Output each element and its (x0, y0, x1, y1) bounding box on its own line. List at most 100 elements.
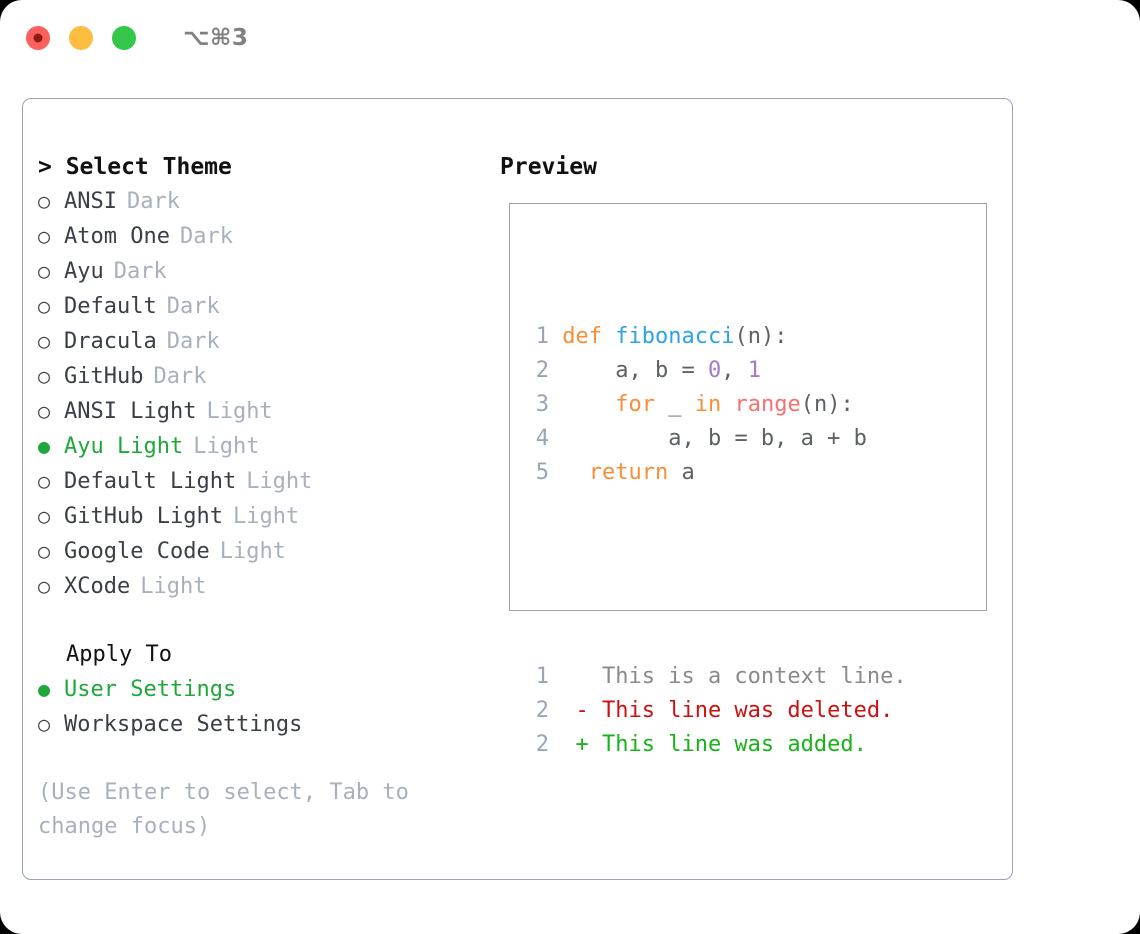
diff-line: 2 + This line was added. (529, 728, 907, 762)
line-number: 1 (535, 664, 549, 689)
apply-to-option-label: User Settings (64, 677, 237, 702)
code-token: for (615, 392, 669, 417)
apply-to-option-user-settings[interactable]: ● User Settings (38, 672, 478, 707)
theme-variant-tag: Light (140, 574, 207, 599)
theme-variant-tag: Dark (126, 189, 180, 214)
line-number: 1 (535, 324, 549, 349)
theme-variant-tag: Light (193, 434, 260, 459)
diff-lines: 1 This is a context line. 2 - This line w… (529, 660, 907, 762)
code-token: 0 (707, 358, 722, 383)
theme-variant-tag: Dark (179, 224, 233, 249)
theme-option-label: XCode (64, 574, 131, 599)
theme-option-xcode[interactable]: ○ XCode Light (38, 569, 478, 604)
title-bar: ⌥⌘3 (0, 0, 1140, 76)
code-line: 1 def fibonacci(n): (529, 320, 907, 354)
diff-text: This line was added. (601, 732, 867, 757)
theme-option-label: GitHub (64, 364, 144, 389)
radio-selected-icon: ● (38, 677, 51, 701)
diff-marker: - (549, 698, 602, 723)
theme-option-label: Ayu Light (64, 434, 184, 459)
traffic-light-buttons (26, 26, 136, 50)
code-line: 5 return a (529, 456, 907, 490)
section-spacer (38, 604, 478, 638)
code-token: (n): (734, 324, 788, 349)
line-number: 2 (535, 732, 549, 757)
theme-option-default[interactable]: ○ Default Dark (38, 289, 478, 324)
apply-to-heading: Apply To (66, 642, 172, 667)
line-number: 2 (535, 698, 549, 723)
line-number: 3 (535, 392, 549, 417)
theme-option-atom-one[interactable]: ○ Atom One Dark (38, 219, 478, 254)
apply-to-option-workspace-settings[interactable]: ○Workspace Settings (38, 707, 478, 742)
code-indent (549, 392, 615, 417)
code-line: 2 a, b = 0, 1 (529, 354, 907, 388)
theme-variant-tag: Dark (153, 364, 207, 389)
diff-line: 1 This is a context line. (529, 660, 907, 694)
code-token: fibonacci (615, 324, 735, 349)
radio-unselected-icon: ○ (38, 364, 51, 388)
radio-unselected-icon: ○ (38, 294, 51, 318)
diff-text: This is a context line. (601, 664, 907, 689)
radio-unselected-icon: ○ (38, 539, 51, 563)
theme-option-label: Ayu (64, 259, 104, 284)
theme-option-label: Default Light (64, 469, 237, 494)
theme-option-ayu[interactable]: ○ Ayu Dark (38, 254, 478, 289)
close-button-icon[interactable] (26, 26, 50, 50)
theme-option-ansi-light[interactable]: ○ ANSI Light Light (38, 394, 478, 429)
radio-selected-icon: ● (38, 434, 51, 458)
code-token: _ (668, 392, 695, 417)
diff-marker (549, 664, 602, 689)
radio-unselected-icon: ○ (38, 224, 51, 248)
radio-unselected-icon: ○ (38, 329, 51, 353)
maximize-button-icon[interactable] (112, 26, 136, 50)
diff-marker: + (549, 732, 602, 757)
code-token: a, b = (615, 358, 708, 383)
code-blank-line (529, 558, 907, 592)
radio-unselected-icon: ○ (38, 504, 51, 528)
code-indent (549, 460, 589, 485)
code-token: a (681, 460, 695, 485)
radio-unselected-icon: ○ (38, 399, 51, 423)
keyboard-shortcut-label: ⌥⌘3 (183, 24, 249, 51)
code-indent (549, 426, 668, 451)
code-indent (549, 324, 562, 349)
theme-option-label: Atom One (64, 224, 170, 249)
code-indent (549, 358, 615, 383)
keyboard-hint-text: (Use Enter to select, Tab to change focu… (38, 780, 409, 839)
radio-unselected-icon: ○ (38, 574, 51, 598)
radio-unselected-icon: ○ (38, 259, 51, 283)
theme-option-label: ANSI Light (64, 399, 197, 424)
line-number: 2 (535, 358, 549, 383)
code-token: (n): (800, 392, 854, 417)
theme-option-ayu-light[interactable]: ● Ayu Light Light (38, 429, 478, 464)
code-line: 4 a, b = b, a + b (529, 422, 907, 456)
theme-variant-tag: Light (206, 399, 273, 424)
diff-text: This line was deleted. (601, 698, 894, 723)
theme-variant-tag: Dark (166, 294, 220, 319)
theme-variant-tag: Dark (113, 259, 167, 284)
preview-column: Preview (500, 150, 1000, 184)
code-token: return (588, 460, 682, 485)
line-number: 5 (535, 460, 549, 485)
code-token: in (694, 392, 735, 417)
radio-unselected-icon: ○ (38, 189, 51, 213)
theme-variant-tag: Dark (166, 329, 220, 354)
main-panel (22, 98, 1013, 880)
preview-heading: Preview (500, 154, 597, 180)
theme-option-github[interactable]: ○ GitHub Dark (38, 359, 478, 394)
apply-to-list[interactable]: ● User Settings ○Workspace Settings (38, 672, 478, 742)
minimize-button-icon[interactable] (69, 26, 93, 50)
theme-option-label: Default (64, 294, 157, 319)
radio-unselected-icon: ○ (38, 712, 51, 736)
code-token: range (734, 392, 801, 417)
